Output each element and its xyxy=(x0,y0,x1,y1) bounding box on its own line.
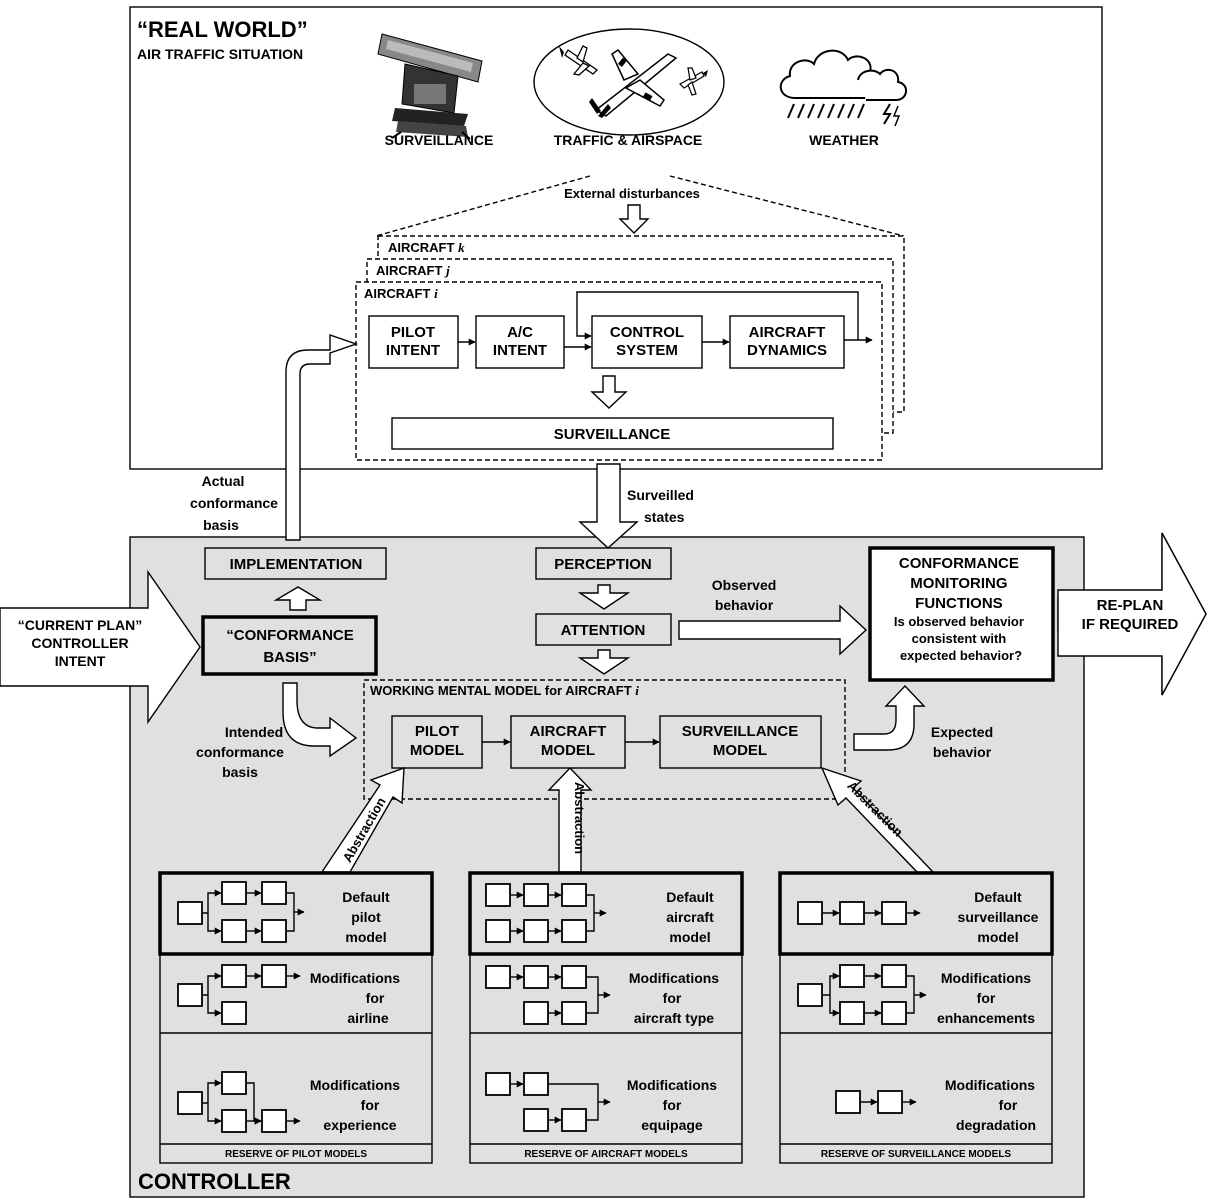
attention-box xyxy=(535,613,672,646)
aircraft-j-label: AIRCRAFT j xyxy=(376,263,450,278)
aircraft-type-modification-diagram xyxy=(485,965,611,1025)
conformance-monitoring-label: CONFORMANCE MONITORING FUNCTIONS Is obse… xyxy=(894,555,1028,663)
controller-title: CONTROLLER xyxy=(138,1169,291,1194)
storm-cloud-icon xyxy=(779,49,907,127)
control-to-surveillance-arrow xyxy=(590,375,628,409)
observed-behavior-arrow xyxy=(678,604,868,656)
perception-box xyxy=(535,547,672,580)
abstraction-label-aircraft: Abstraction xyxy=(572,782,587,854)
aircraft-i-label: AIRCRAFT i xyxy=(364,286,438,301)
current-plan-arrow xyxy=(0,569,201,725)
equipage-modification-diagram xyxy=(485,1072,611,1132)
expected-behavior-arrow xyxy=(853,684,926,751)
real-world-title: “REAL WORLD” xyxy=(137,17,308,42)
surveillance-bar xyxy=(391,417,834,450)
aircraft-icon xyxy=(533,28,725,136)
ac-intent-box xyxy=(475,315,565,369)
abstraction-arrow-surveillance xyxy=(820,766,935,873)
perception-to-attention-arrow xyxy=(577,584,631,610)
degradation-modification-diagram xyxy=(835,1090,917,1114)
traffic-airspace-label: TRAFFIC & AIRSPACE xyxy=(554,132,703,148)
implementation-box xyxy=(204,547,387,580)
airline-modification-diagram xyxy=(177,964,301,1025)
abstraction-arrow-aircraft xyxy=(547,766,593,873)
attention-label: ATTENTION xyxy=(561,622,646,639)
pilot-intent-box xyxy=(368,315,459,369)
external-disturbances-label: External disturbances xyxy=(564,186,700,201)
intended-conformance-arrow xyxy=(282,682,358,758)
weather-label: WEATHER xyxy=(809,132,879,148)
working-mental-model-box xyxy=(363,679,846,800)
surveillance-bar-label: SURVEILLANCE xyxy=(554,426,670,443)
enhancements-modification-diagram xyxy=(797,964,927,1025)
abstraction-arrow-pilot xyxy=(320,766,405,873)
working-mental-model-label: WORKING MENTAL MODEL for AIRCRAFT i xyxy=(370,683,639,698)
default-pilot-model-diagram xyxy=(177,881,305,943)
aircraft-model-box xyxy=(510,715,626,769)
actual-conformance-arrow xyxy=(285,334,359,541)
attention-to-model-arrow xyxy=(577,649,631,675)
surveilled-states-arrow xyxy=(578,463,639,549)
aircraft-k-label: AIRCRAFT k xyxy=(388,240,465,255)
surveillance-reserve-footer: RESERVE OF SURVEILLANCE MODELS xyxy=(821,1149,1012,1160)
conformance-basis-box xyxy=(201,615,378,676)
default-aircraft-model-diagram xyxy=(485,883,607,943)
surveillance-icon-label: SURVEILLANCE xyxy=(385,132,494,148)
conformance-monitoring-box xyxy=(868,546,1055,682)
surveillance-model-box xyxy=(659,715,822,769)
external-disturbances-arrow xyxy=(618,204,650,234)
aircraft-dynamics-box xyxy=(729,315,845,369)
implementation-label: IMPLEMENTATION xyxy=(230,556,363,573)
default-surveillance-model-diagram xyxy=(797,901,921,925)
basis-to-implementation-arrow xyxy=(273,586,323,611)
experience-modification-diagram xyxy=(177,1071,301,1133)
control-system-box xyxy=(591,315,703,369)
pilot-reserve-footer: RESERVE OF PILOT MODELS xyxy=(225,1149,367,1160)
radar-icon xyxy=(377,33,483,140)
air-traffic-situation-label: AIR TRAFFIC SITUATION xyxy=(137,46,303,62)
perception-label: PERCEPTION xyxy=(554,556,652,573)
aircraft-reserve-footer: RESERVE OF AIRCRAFT MODELS xyxy=(524,1149,688,1160)
pilot-model-box xyxy=(391,715,483,769)
